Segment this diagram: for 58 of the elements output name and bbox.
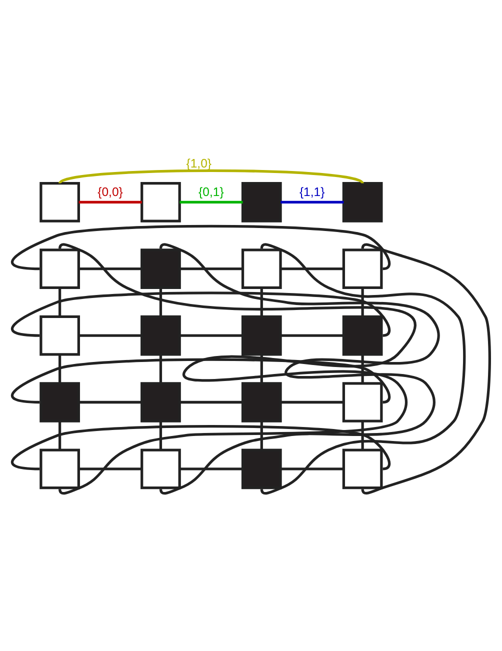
node-box xyxy=(40,448,80,490)
node-box xyxy=(40,315,80,356)
connector xyxy=(59,169,364,184)
connector xyxy=(78,400,142,404)
node-box xyxy=(241,382,282,422)
node-box xyxy=(342,382,383,422)
connector xyxy=(58,421,62,450)
connector xyxy=(280,400,344,404)
connector xyxy=(260,288,263,317)
connector xyxy=(78,268,142,270)
edge-label: {1,0} xyxy=(186,156,212,170)
connector xyxy=(260,421,263,450)
connector xyxy=(59,244,416,493)
node-box xyxy=(140,382,181,422)
connector xyxy=(361,421,364,450)
connector xyxy=(180,400,243,404)
connector xyxy=(280,268,344,270)
edge-label: {0,0} xyxy=(98,185,123,200)
edge-label: {0,1} xyxy=(198,185,224,200)
node-box xyxy=(342,182,383,222)
connector xyxy=(180,468,243,470)
connector xyxy=(180,334,243,337)
connector xyxy=(12,224,391,270)
node-box xyxy=(40,248,80,290)
connector xyxy=(180,268,243,270)
node-box xyxy=(342,315,383,356)
connector xyxy=(159,354,162,384)
edge-label: {1,1} xyxy=(299,185,325,200)
node-box xyxy=(140,248,181,290)
connector xyxy=(260,354,263,384)
connector xyxy=(159,288,162,317)
connector xyxy=(260,243,466,495)
node-box xyxy=(140,448,181,490)
connector xyxy=(159,421,162,450)
connector xyxy=(58,288,62,317)
connector xyxy=(78,468,142,470)
node-box xyxy=(241,315,282,356)
connector xyxy=(12,424,391,470)
node-box xyxy=(40,182,80,222)
connector xyxy=(280,468,344,470)
connector xyxy=(280,334,344,337)
connector xyxy=(361,288,364,317)
connector xyxy=(78,334,142,337)
node-box xyxy=(241,182,282,222)
node-box xyxy=(342,248,383,290)
connector xyxy=(361,354,364,384)
connector xyxy=(361,244,491,494)
node-box xyxy=(241,448,282,490)
node-box xyxy=(140,182,181,222)
node-box xyxy=(342,448,383,490)
node-box xyxy=(40,382,80,422)
connector xyxy=(160,244,440,494)
connector xyxy=(58,354,62,384)
connector xyxy=(280,200,344,204)
connector xyxy=(180,200,243,204)
node-box xyxy=(140,315,181,356)
connector xyxy=(78,200,142,204)
node-box xyxy=(241,248,282,290)
